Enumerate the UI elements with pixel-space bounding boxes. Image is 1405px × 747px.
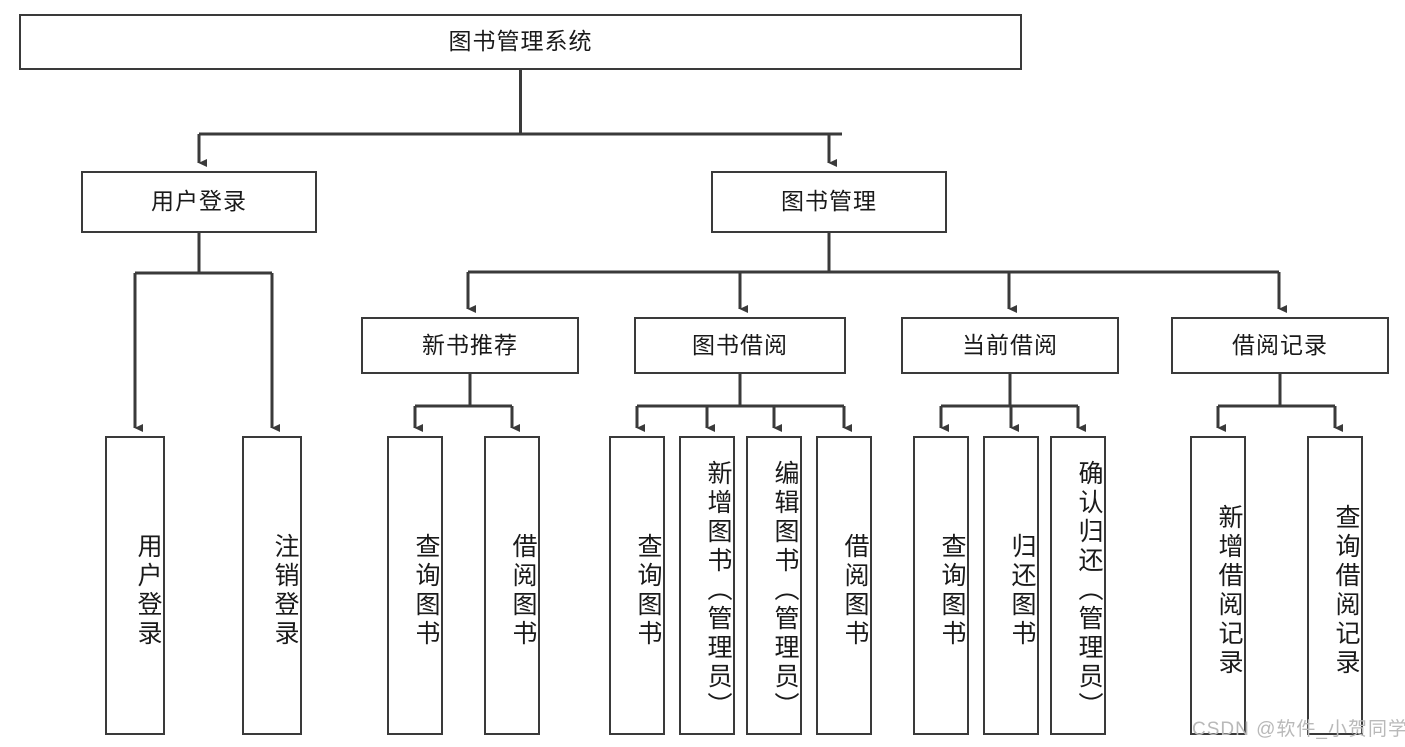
node-leaf-query-borrow-record[interactable]: 查询借阅记录 (1307, 436, 1363, 735)
node-book-borrow[interactable]: 图书借阅 (634, 317, 846, 374)
node-leaf-query-book-rec-label: 查询图书 (412, 532, 440, 649)
node-leaf-add-book-admin-label: 新增图书（管理员） (704, 460, 732, 721)
node-leaf-query-book-borrow[interactable]: 查询图书 (609, 436, 665, 735)
node-borrow-record[interactable]: 借阅记录 (1171, 317, 1389, 374)
node-root-label: 图书管理系统 (448, 28, 593, 55)
node-leaf-confirm-return-admin-label: 确认归还（管理员） (1075, 460, 1103, 721)
node-leaf-return-book-label: 归还图书 (1008, 532, 1036, 649)
node-leaf-user-login-label: 用户登录 (134, 532, 162, 649)
node-leaf-add-book-admin[interactable]: 新增图书（管理员） (679, 436, 735, 735)
node-leaf-return-book[interactable]: 归还图书 (983, 436, 1039, 735)
node-leaf-logout-login[interactable]: 注销登录 (242, 436, 302, 735)
node-book-borrow-label: 图书借阅 (692, 331, 788, 358)
node-user-login[interactable]: 用户登录 (81, 171, 317, 233)
node-leaf-confirm-return-admin[interactable]: 确认归还（管理员） (1050, 436, 1106, 735)
csdn-watermark: CSDN @软件_小贺同学 (1192, 719, 1405, 740)
node-book-manage[interactable]: 图书管理 (711, 171, 947, 233)
node-current-borrow[interactable]: 当前借阅 (901, 317, 1119, 374)
node-leaf-borrow-book-rec-label: 借阅图书 (509, 532, 537, 649)
node-leaf-query-book-current[interactable]: 查询图书 (913, 436, 969, 735)
node-leaf-edit-book-admin[interactable]: 编辑图书（管理员） (746, 436, 802, 735)
node-leaf-query-borrow-record-label: 查询借阅记录 (1332, 503, 1360, 678)
node-leaf-add-borrow-record[interactable]: 新增借阅记录 (1190, 436, 1246, 735)
node-leaf-add-borrow-record-label: 新增借阅记录 (1215, 503, 1243, 678)
node-new-book-recommend[interactable]: 新书推荐 (361, 317, 579, 374)
node-leaf-logout-login-label: 注销登录 (271, 532, 299, 649)
node-new-book-recommend-label: 新书推荐 (422, 331, 518, 358)
node-leaf-user-login[interactable]: 用户登录 (105, 436, 165, 735)
node-root[interactable]: 图书管理系统 (19, 14, 1022, 70)
node-leaf-borrow-book-rec[interactable]: 借阅图书 (484, 436, 540, 735)
node-leaf-borrow-book-label: 借阅图书 (841, 532, 869, 649)
node-borrow-record-label: 借阅记录 (1232, 331, 1328, 358)
node-book-manage-label: 图书管理 (781, 188, 877, 215)
node-leaf-edit-book-admin-label: 编辑图书（管理员） (771, 460, 799, 721)
node-user-login-label: 用户登录 (151, 188, 247, 215)
node-leaf-query-book-rec[interactable]: 查询图书 (387, 436, 443, 735)
node-leaf-query-book-borrow-label: 查询图书 (634, 532, 662, 649)
node-leaf-borrow-book[interactable]: 借阅图书 (816, 436, 872, 735)
node-current-borrow-label: 当前借阅 (962, 331, 1058, 358)
node-leaf-query-book-current-label: 查询图书 (938, 532, 966, 649)
